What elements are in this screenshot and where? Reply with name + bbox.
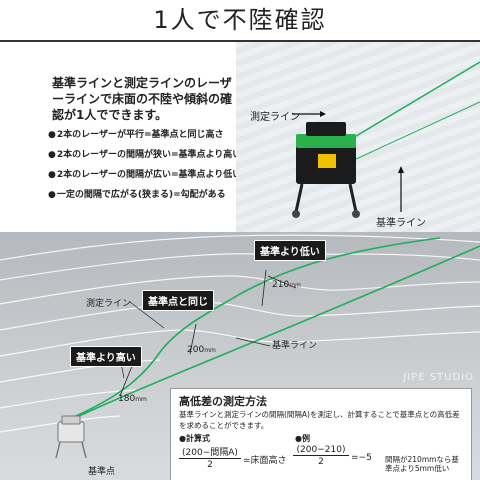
reference-line-label: 基準ライン — [272, 341, 318, 351]
formula-denominator: 2 — [207, 460, 213, 470]
example-denominator: 2 — [318, 457, 324, 467]
floor-texture — [236, 42, 480, 232]
page-title: 1人で不陸確認 — [153, 6, 327, 34]
bullet-item: ●2本のレーザーの間隔が広い=基準点より低い — [48, 167, 242, 183]
measure-line-label: 測定ライン — [86, 299, 132, 309]
formula-fraction: (200−間隔A) 2 — [179, 445, 241, 470]
gap-marker-180 — [119, 365, 133, 397]
bullet-text: 2本のレーザーの間隔が広い=基準点より低い — [56, 170, 242, 180]
tag-lower-than-reference: 基準より低い — [254, 240, 326, 261]
info-description: 基準ラインと測定ラインの間隔(間隔A)を測定し、計算することで基準点との高低差を… — [179, 410, 460, 430]
tag-higher-than-reference: 基準より高い — [70, 346, 142, 367]
leader-reference — [235, 337, 271, 347]
measure-line-caption: 測定ライン — [250, 112, 300, 123]
example-label: ●例 — [295, 434, 310, 443]
measurement-180: 180mm — [118, 394, 147, 404]
bullet-text: 2本のレーザーが平行=基準点と同じ高さ — [56, 130, 224, 140]
formula-result: =床面高さ — [243, 456, 287, 466]
bullet-dot-icon: ● — [48, 170, 56, 180]
base-point-label: 基準点 — [88, 467, 116, 477]
measurement-210: 210mm — [272, 280, 301, 290]
example-note: 間隔が210mmなら基準点より5mm低い — [385, 455, 459, 473]
bullet-item: ●2本のレーザーの間隔が狭い=基準点より高い — [48, 147, 242, 163]
small-laser-level-icon — [55, 415, 87, 459]
laser-level-icon — [292, 122, 360, 218]
measurement-200: 200mm — [187, 345, 216, 355]
bullet-item: ●一定の間隔で広がる(狭まる)=勾配がある — [48, 187, 238, 203]
bullet-text: 2本のレーザーの間隔が狭い=基準点より高い — [56, 150, 242, 160]
measurement-method-box: 高低差の測定方法 基準ラインと測定ラインの間隔(間隔A)を測定し、計算することで… — [170, 388, 472, 480]
example-numerator: (200−210) — [293, 445, 349, 456]
leader-210 — [267, 275, 297, 289]
floor-diagram: 基準より低い 基準点と同じ 基準より高い 210mm 200mm 180mm 測… — [0, 232, 480, 480]
bullet-dot-icon: ● — [48, 190, 56, 200]
bullet-dot-icon: ● — [48, 130, 56, 140]
photo-illustration — [292, 61, 480, 218]
gap-marker-210 — [261, 269, 267, 307]
formula-label: ●計算式 — [179, 434, 210, 443]
example-fraction: (200−210) 2 — [293, 445, 349, 467]
info-title: 高低差の測定方法 — [179, 395, 267, 408]
bullet-item: ●2本のレーザーが平行=基準点と同じ高さ — [48, 127, 238, 143]
tag-same-as-reference: 基準点と同じ — [142, 290, 214, 311]
example-result: =−5 — [351, 453, 372, 463]
reference-laser-line — [61, 245, 480, 425]
title-divider — [0, 40, 480, 42]
bullet-dot-icon: ● — [48, 150, 56, 160]
bullet-text: 一定の間隔で広がる(狭まる)=勾配がある — [56, 190, 226, 200]
gap-marker-200 — [189, 323, 197, 355]
formula-numerator: (200−間隔A) — [179, 445, 241, 459]
measure-laser-line — [61, 237, 441, 423]
bullet-list: ●2本のレーザーが平行=基準点と同じ高さ ●2本のレーザーの間隔が狭い=基準点よ… — [48, 127, 242, 207]
intro-text: 基準ラインと測定ラインのレーザーラインで床面の不陸や傾斜の確認が1人でできます。 — [52, 76, 233, 122]
reference-line-caption: 基準ライン — [376, 218, 426, 229]
reference-laser-line — [331, 101, 480, 171]
watermark: JIPE STUDIO — [403, 372, 474, 383]
product-photo: 測定ライン 基準ライン — [236, 42, 480, 232]
leader-measure — [129, 301, 165, 329]
